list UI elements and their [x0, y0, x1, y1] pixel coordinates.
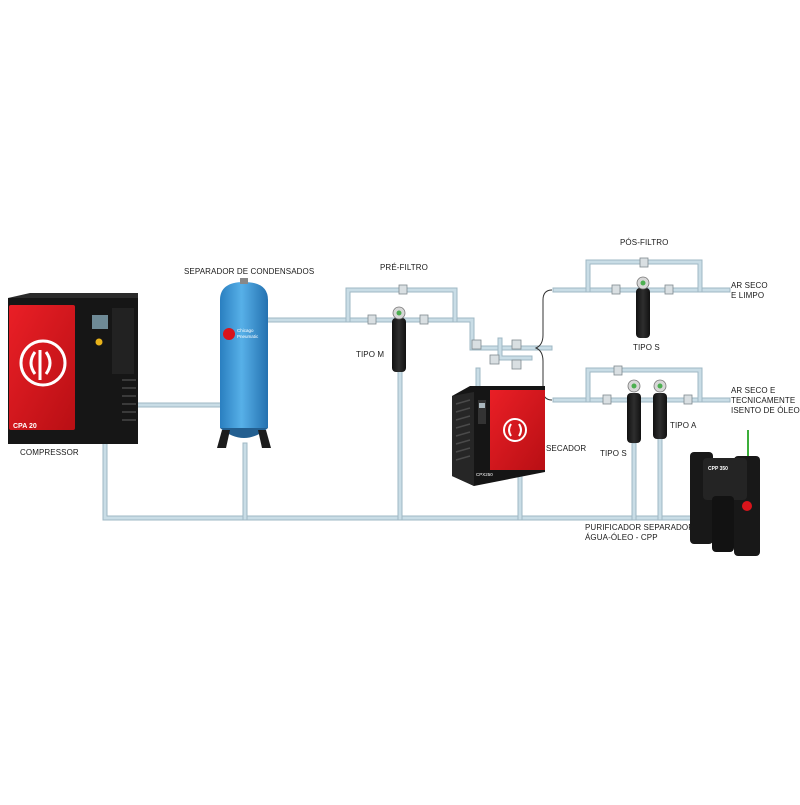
oil-water-separator-cpp: CPP 350	[690, 430, 760, 556]
dry-oil-free-air-line-1: AR SECO E	[731, 386, 776, 395]
tipo-s-upper-label: TIPO S	[633, 343, 660, 352]
pipe-post-filter-lower	[552, 367, 731, 403]
dry-oil-free-air-line-3: ISENTO DE ÓLEO	[731, 406, 800, 415]
post-filter-tipo-s-upper	[636, 276, 650, 338]
tank-brand-line-1: Chicago	[237, 328, 254, 333]
post-filter-label: PÓS-FILTRO	[620, 238, 669, 247]
separator-label: SEPARADOR DE CONDENSADOS	[184, 267, 315, 276]
dry-oil-free-air-line-2: TECNICAMENTE	[731, 396, 796, 405]
tipo-s-lower-label: TIPO S	[600, 449, 627, 458]
compressor-label: COMPRESSOR	[20, 448, 79, 457]
condensate-separator-tank: Chicago Pneumatic	[217, 278, 271, 448]
post-filter-tipo-s-lower	[627, 379, 641, 443]
dryer-unit: CPX250	[452, 386, 545, 486]
branch-brace	[534, 289, 553, 401]
purifier-line-2: ÁGUA-ÓLEO - CPP	[585, 533, 658, 542]
pipe-separator-to-pre-filter	[265, 287, 553, 391]
pipe-valves	[367, 257, 693, 405]
dryer-label: SECADOR	[546, 444, 587, 453]
compressor-unit: CPA 20	[8, 293, 138, 444]
dryer-model-label: CPX250	[476, 472, 493, 477]
dry-oil-free-air-label: AR SECO E TECNICAMENTE ISENTO DE ÓLEO	[731, 386, 800, 416]
tipo-m-label: TIPO M	[356, 350, 385, 359]
compressor-model-label: CPA 20	[13, 423, 37, 430]
pipe-drain-lines	[102, 367, 703, 521]
purifier-model-label: CPP 350	[708, 466, 728, 472]
tipo-a-label: TIPO A	[670, 421, 697, 430]
purifier-line-1: PURIFICADOR SEPARADOR	[585, 523, 695, 532]
tank-brand-line-2: Pneumatic	[237, 334, 259, 339]
pre-filter-label: PRÉ-FILTRO	[380, 263, 428, 272]
dry-clean-air-line-1: AR SECO	[731, 281, 768, 290]
post-filter-tipo-a	[653, 379, 667, 439]
dry-clean-air-label: AR SECO E LIMPO	[731, 281, 768, 301]
pre-filter-tipo-m	[392, 306, 406, 372]
dry-clean-air-line-2: E LIMPO	[731, 291, 765, 300]
purifier-label: PURIFICADOR SEPARADOR ÁGUA-ÓLEO - CPP	[585, 523, 694, 543]
